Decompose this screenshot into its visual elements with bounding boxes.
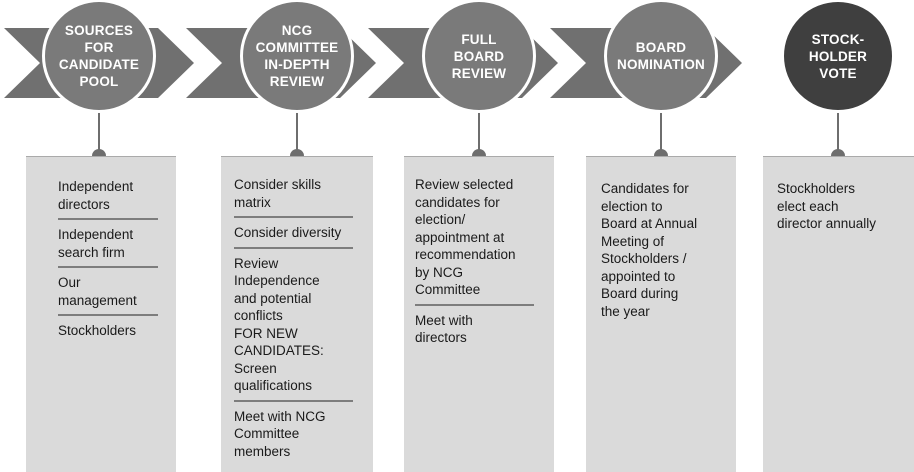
list-item: Meet with directors (415, 303, 534, 350)
panel-ncg-review: Consider skills matrix Consider diversit… (221, 156, 373, 472)
stage-circle-nomination: BOARD NOMINATION (604, 0, 718, 113)
list-item: Our management (58, 266, 158, 312)
item-list-ncg-review: Consider skills matrix Consider diversit… (221, 173, 373, 463)
stage-title-nomination: BOARD NOMINATION (617, 40, 705, 72)
stage-circle-sources: SOURCES FOR CANDIDATE POOL (42, 0, 156, 113)
list-item: Independent directors (58, 179, 134, 212)
list-item: Review Independence and potential confli… (234, 246, 353, 398)
item-list-nomination: Candidates for election to Board at Annu… (586, 177, 736, 323)
list-item: Meet with NCG Committee members (234, 399, 353, 464)
stage-circle-ncg-review: NCG COMMITTEE IN-DEPTH REVIEW (240, 0, 354, 113)
item-list-sources: Independent directors Independent search… (26, 175, 176, 343)
stage-circle-full-board: FULL BOARD REVIEW (422, 0, 536, 113)
list-item: Consider skills matrix (234, 177, 322, 210)
stage-circle-stockholder-vote: STOCK- HOLDER VOTE (781, 0, 895, 113)
stage-title-ncg-review: NCG COMMITTEE IN-DEPTH REVIEW (255, 23, 339, 89)
connector-line-3 (478, 112, 480, 156)
connector-line-5 (837, 112, 839, 156)
stage-title-full-board: FULL BOARD REVIEW (451, 31, 507, 81)
list-item: Stockholders (58, 314, 158, 343)
connector-line-2 (296, 112, 298, 156)
panel-nomination: Candidates for election to Board at Annu… (586, 156, 736, 472)
connector-line-1 (98, 112, 100, 156)
panel-sources: Independent directors Independent search… (26, 156, 176, 472)
item-list-stockholder-vote: Stockholders elect each director annuall… (763, 177, 914, 236)
list-item: Consider diversity (234, 216, 353, 245)
panel-full-board: Review selected candidates for election/… (404, 156, 554, 472)
panel-stockholder-vote: Stockholders elect each director annuall… (763, 156, 914, 472)
connector-line-4 (660, 112, 662, 156)
list-item: Independent search firm (58, 218, 158, 264)
list-item: Review selected candidates for election/… (415, 177, 516, 297)
stage-title-sources: SOURCES FOR CANDIDATE POOL (58, 23, 140, 89)
item-list-full-board: Review selected candidates for election/… (404, 173, 554, 350)
list-item: Candidates for election to Board at Annu… (601, 181, 698, 319)
stage-title-stockholder-vote: STOCK- HOLDER VOTE (808, 31, 868, 81)
list-item: Stockholders elect each director annuall… (777, 181, 877, 231)
